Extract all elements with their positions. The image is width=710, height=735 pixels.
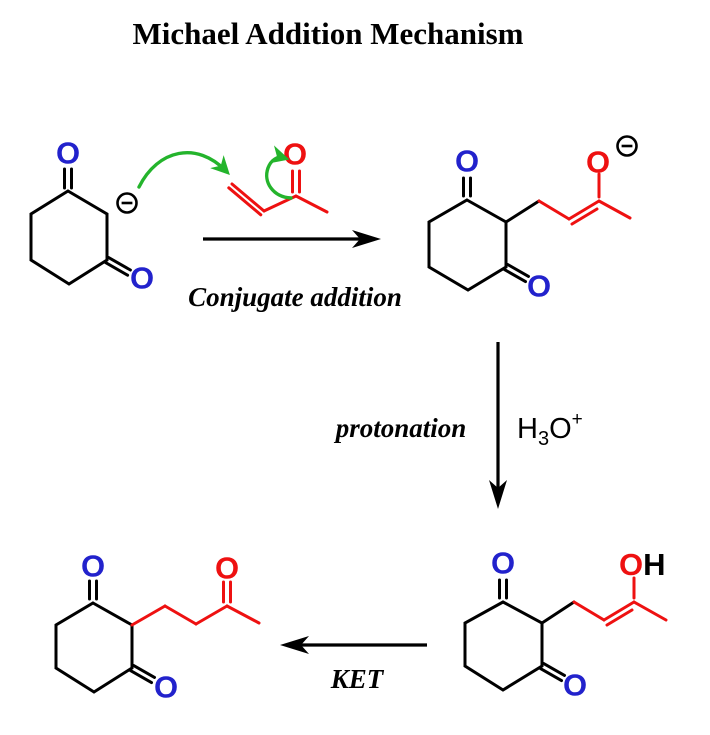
methyl-bond bbox=[597, 199, 632, 220]
atom-label-oxygen: O bbox=[56, 136, 80, 171]
methyl-bond bbox=[632, 600, 668, 622]
carbonyl-double-bond bbox=[104, 261, 130, 277]
ring-bond bbox=[463, 600, 544, 692]
single-bond bbox=[163, 604, 198, 626]
ring-bond bbox=[54, 601, 134, 694]
label-conjugate-addition: Conjugate addition bbox=[188, 282, 402, 312]
h3o-superscript-plus: + bbox=[572, 409, 583, 430]
mvk-red-bonds bbox=[227, 169, 329, 217]
reaction-arrowhead bbox=[280, 636, 309, 654]
enol-double-bond bbox=[602, 600, 636, 622]
enolate-double-bond bbox=[570, 207, 599, 226]
enol-black-bonds bbox=[463, 578, 576, 692]
minus-charge bbox=[116, 192, 138, 214]
diagram-title: Michael Addition Mechanism bbox=[133, 16, 524, 51]
reaction-arrowhead bbox=[352, 230, 381, 248]
atom-label-oxygen: O bbox=[215, 551, 239, 586]
atom-label-oxygen: O bbox=[154, 670, 178, 705]
minus-charge-circle bbox=[116, 192, 138, 214]
atom-label-oxygen: O bbox=[130, 261, 154, 296]
label-h3o-plus: H3O+ bbox=[517, 409, 583, 450]
minus-charge-circle bbox=[616, 135, 638, 157]
h3o-h: H bbox=[517, 413, 538, 445]
vinyl-double-bond bbox=[230, 182, 266, 213]
methyl-bond bbox=[294, 194, 329, 214]
single-bond bbox=[130, 604, 167, 627]
ring-bond bbox=[29, 189, 109, 286]
h3o-subscript-3: 3 bbox=[538, 428, 549, 450]
carbanion-black-bonds bbox=[29, 167, 132, 286]
adduct-red-bonds bbox=[537, 172, 632, 226]
carbonyl-double-bond bbox=[542, 661, 566, 677]
molecule-diketone-product: O O O bbox=[54, 549, 261, 705]
single-bond bbox=[572, 600, 606, 622]
atom-label-hydroxyl: OH bbox=[619, 547, 666, 582]
carbonyl-double-bond bbox=[503, 268, 527, 284]
single-bond bbox=[537, 199, 571, 221]
enolate-double-bond bbox=[567, 199, 601, 221]
reaction-arrowhead bbox=[489, 480, 507, 509]
adduct-black-bonds bbox=[427, 176, 541, 292]
carbonyl-double-bond bbox=[539, 667, 563, 683]
molecule-dione-carbanion: O O bbox=[29, 136, 154, 296]
product-black-bonds bbox=[54, 579, 156, 694]
vinyl-double-bond bbox=[227, 186, 263, 217]
molecule-enol-adduct: O O OH bbox=[463, 546, 668, 703]
molecule-mvk: O bbox=[227, 137, 329, 217]
atom-label-oxygen: O bbox=[563, 668, 587, 703]
new-cc-bond bbox=[540, 600, 576, 625]
molecule-enolate-adduct: O O O bbox=[427, 135, 638, 304]
electron-push-arrows bbox=[137, 145, 293, 200]
single-bond bbox=[194, 604, 229, 626]
hydroxyl-h: H bbox=[643, 547, 665, 582]
atom-label-oxygen: O bbox=[455, 144, 479, 179]
curved-arrow-pi-to-oxygen-icon bbox=[265, 145, 293, 200]
atom-label-oxygen: O bbox=[491, 546, 515, 581]
carbonyl-double-bond bbox=[129, 669, 153, 685]
arrow-protonation bbox=[489, 342, 507, 509]
curved-arrow-nucleophilic-attack-icon bbox=[137, 151, 230, 189]
carbonyl-double-bond bbox=[132, 663, 156, 679]
hydroxyl-o: O bbox=[619, 547, 643, 582]
carbonyl-double-bond bbox=[106, 255, 132, 272]
atom-label-oxygen: O bbox=[283, 137, 307, 172]
label-ket: KET bbox=[330, 664, 385, 694]
atom-label-oxygen: O bbox=[527, 269, 551, 304]
product-red-bonds bbox=[130, 580, 261, 627]
enol-red-bonds bbox=[572, 576, 668, 627]
arrow-ket bbox=[280, 636, 427, 654]
label-protonation: protonation bbox=[334, 413, 467, 443]
carbonyl-double-bond bbox=[506, 262, 530, 278]
arrow-conjugate-addition bbox=[203, 230, 381, 248]
ring-bond bbox=[427, 198, 508, 292]
atom-label-oxygen: O bbox=[586, 145, 610, 180]
new-cc-bond bbox=[504, 199, 541, 224]
atom-label-oxygen: O bbox=[81, 549, 105, 584]
enol-double-bond bbox=[605, 608, 634, 627]
minus-charge bbox=[616, 135, 638, 157]
methyl-bond bbox=[225, 604, 261, 625]
h3o-o: O bbox=[549, 413, 572, 445]
